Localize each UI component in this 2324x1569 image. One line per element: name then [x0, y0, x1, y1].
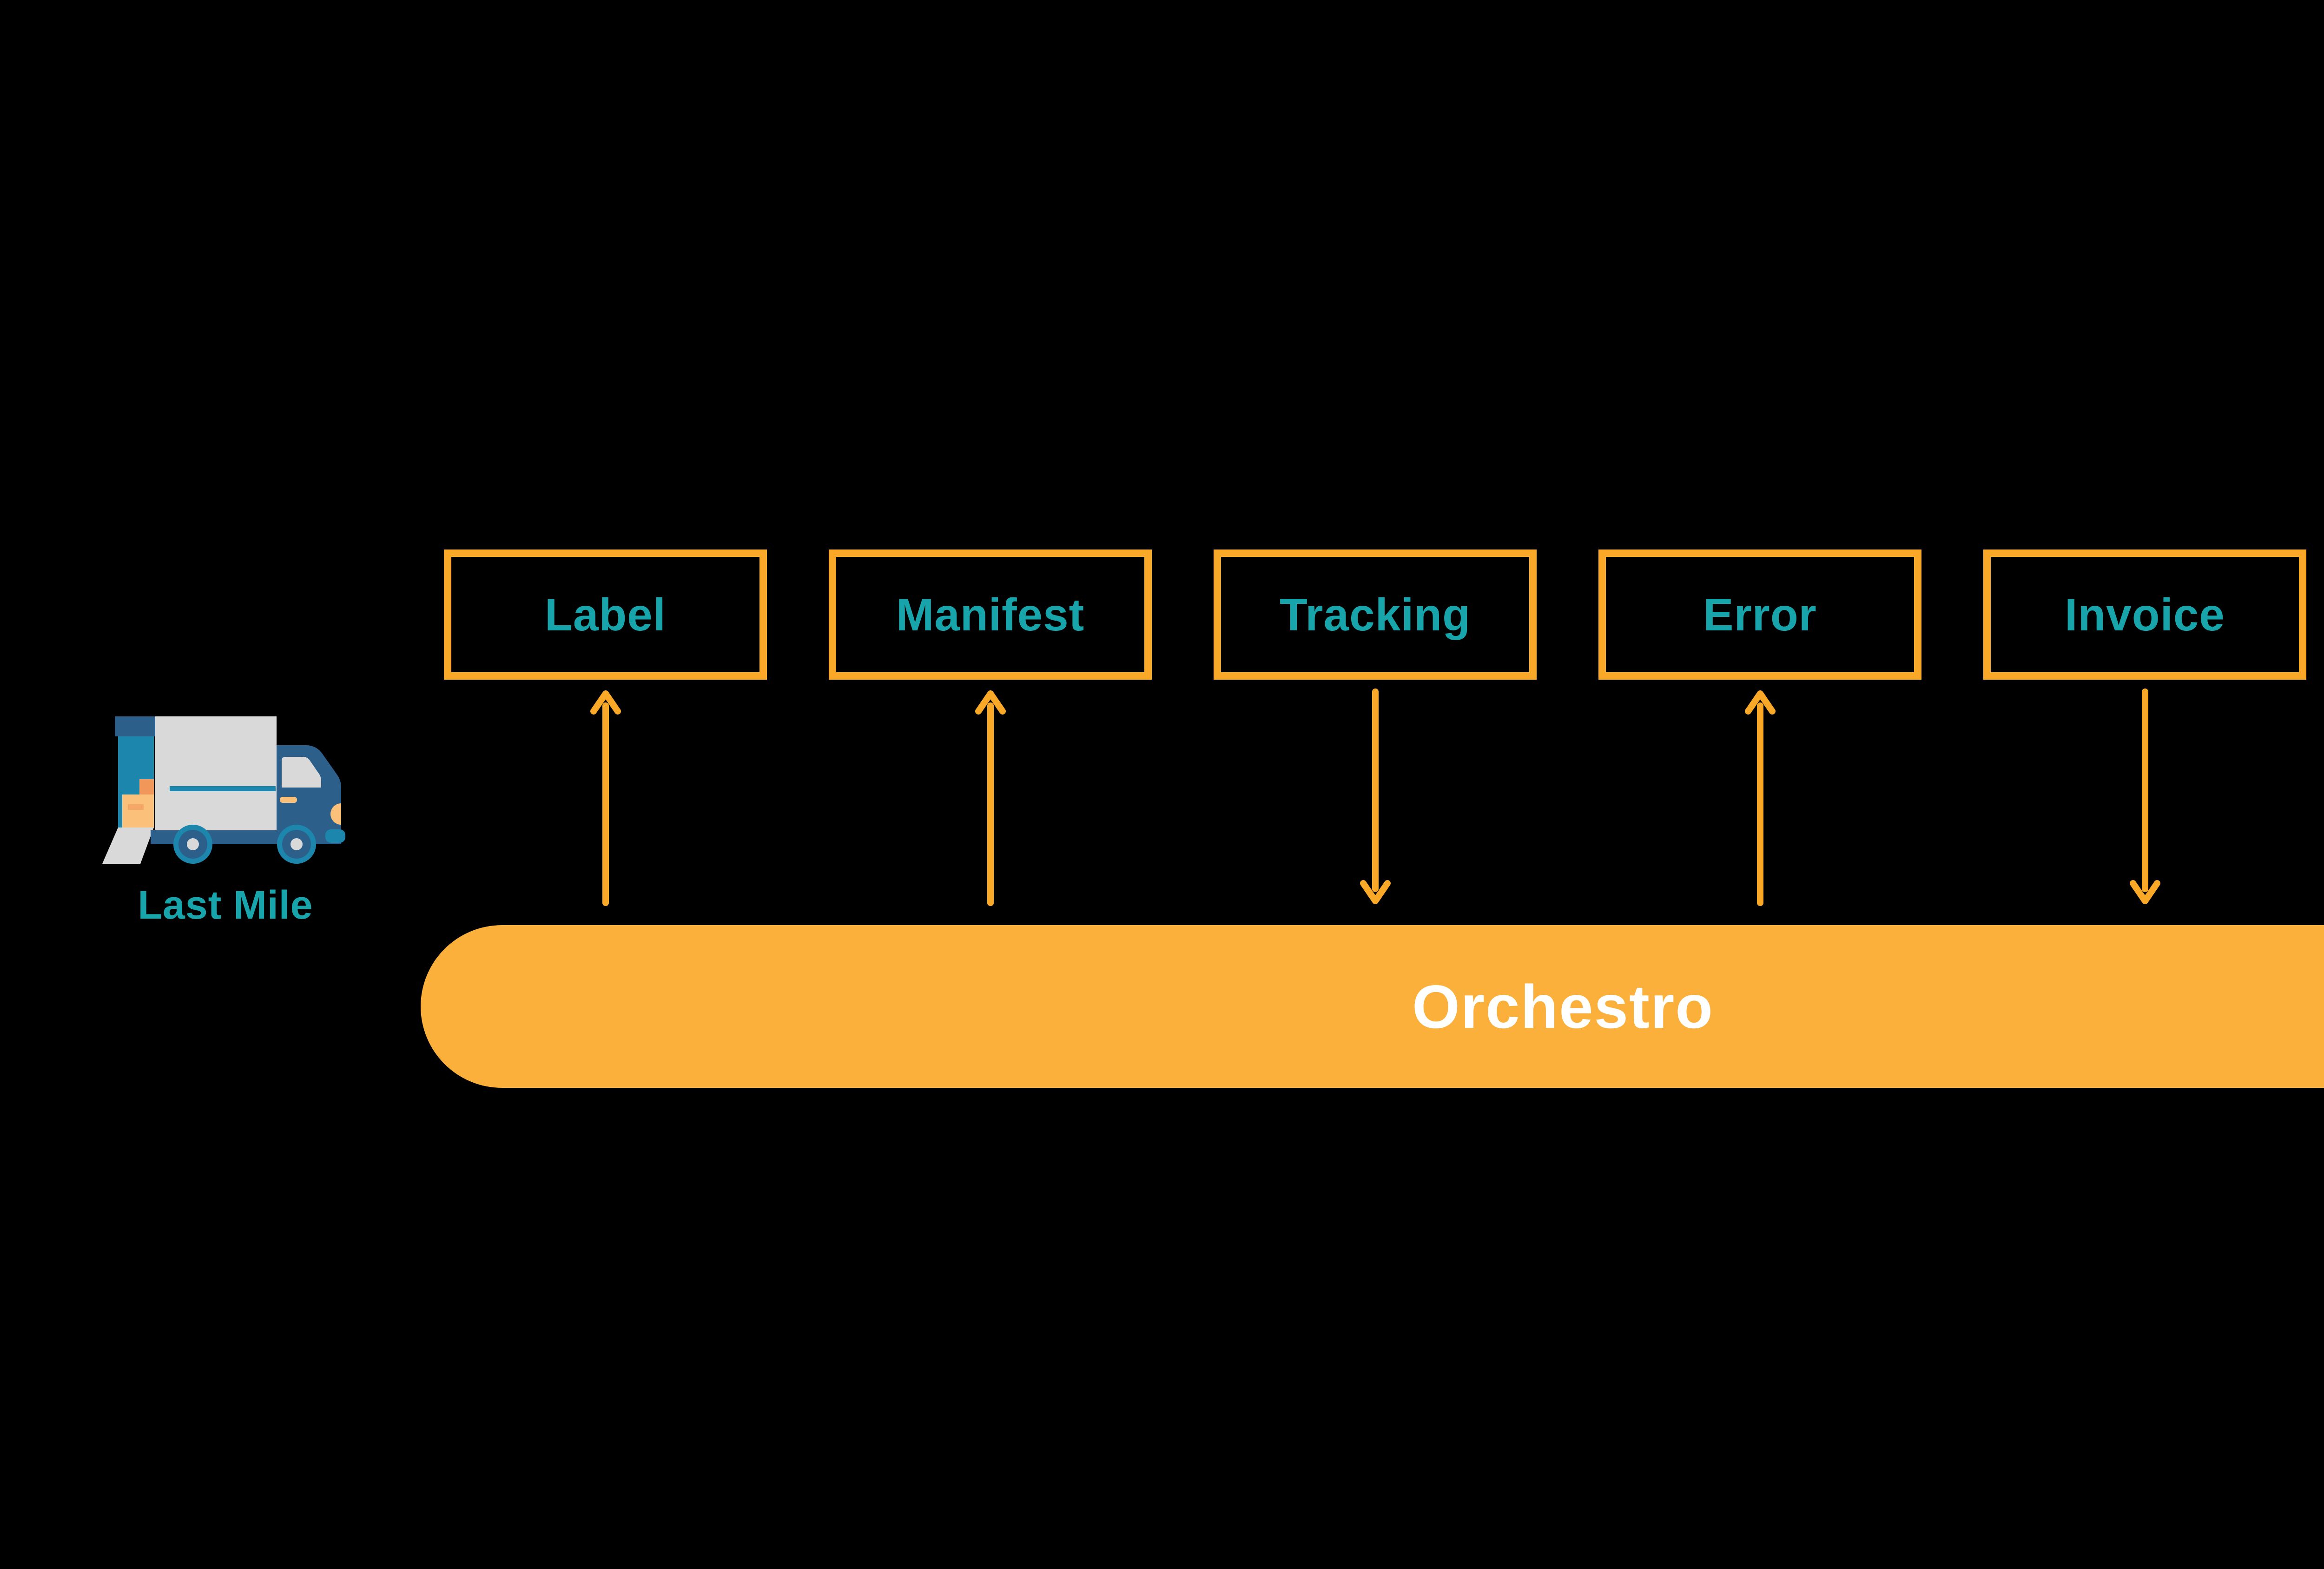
truck-door-header	[115, 716, 155, 736]
truck-cargo-body	[155, 716, 277, 831]
arrow-down-icon	[2117, 683, 2173, 925]
parcel-box-band	[128, 804, 144, 810]
service-box-title: Manifest	[896, 589, 1085, 640]
delivery-truck-icon	[102, 716, 345, 864]
arrow-down-icon	[1347, 683, 1403, 925]
arrow-up-icon	[963, 683, 1018, 925]
truck-door-handle	[280, 797, 297, 803]
truck-body-stripe	[170, 786, 276, 791]
last-mile-group: Last Mile	[100, 711, 351, 930]
arrow-up-icon	[578, 683, 634, 925]
service-box-tracking: Tracking	[1214, 549, 1537, 680]
truck-bumper	[325, 829, 345, 843]
service-box-error: Error	[1598, 549, 1921, 680]
truck-window	[282, 757, 321, 788]
parcel-box-large	[122, 794, 154, 828]
orchestro-label: Orchestro	[1412, 972, 1714, 1041]
truck-ramp	[102, 828, 154, 864]
service-box-label: Label	[444, 549, 767, 680]
last-mile-label: Last Mile	[138, 883, 313, 927]
arrow-up-icon	[1732, 683, 1788, 925]
service-box-title: Invoice	[2065, 589, 2225, 640]
truck-front-wheel	[277, 825, 316, 864]
truck-headlight	[330, 803, 341, 825]
service-box-invoice: Invoice	[1983, 549, 2306, 680]
orchestro-bar: Orchestro	[421, 925, 2324, 1088]
service-box-title: Tracking	[1279, 589, 1471, 640]
service-box-title: Error	[1703, 589, 1817, 640]
truck-rear-wheel	[173, 825, 212, 864]
service-box-manifest: Manifest	[829, 549, 1152, 680]
service-box-title: Label	[545, 589, 666, 640]
